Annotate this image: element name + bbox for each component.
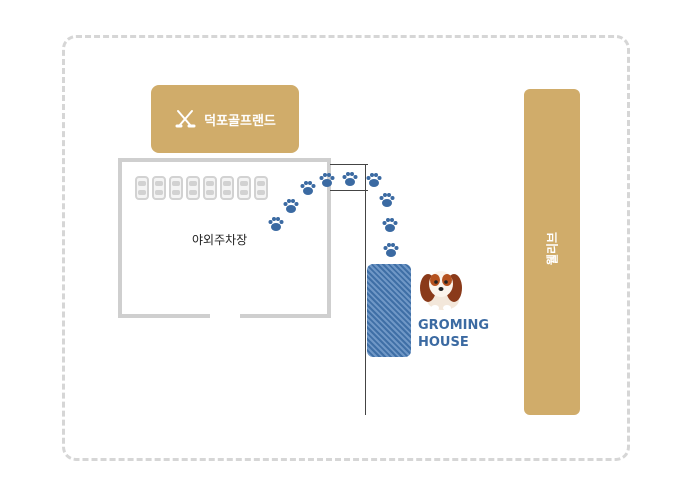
paw-print-icon [342,172,358,186]
grooming-house-line2: HOUSE [418,335,469,350]
paw-print-icon [300,181,316,195]
paw-print-icon [382,218,398,232]
grooming-house-building [367,264,411,357]
paw-print-icon [383,243,399,257]
road-line [330,190,368,191]
golf-clubs-icon [175,110,196,128]
dog-icon [420,271,462,311]
car-icon [220,176,234,200]
car-icon [237,176,251,200]
paw-print-icon [283,199,299,213]
paw-print-icon [319,173,335,187]
road-label: 웰리브 [545,231,560,266]
car-icon [254,176,268,200]
paw-print-icon [379,193,395,207]
road-line [365,164,366,415]
car-icon [135,176,149,200]
map-boundary [62,35,630,461]
car-icon [169,176,183,200]
road-wellive [524,89,580,415]
car-icon [203,176,217,200]
paw-print-icon [366,173,382,187]
golf-land-sign: 덕포골프랜드 [151,85,299,153]
parked-cars [135,176,268,200]
golf-land-label: 덕포골프랜드 [204,113,276,129]
car-icon [186,176,200,200]
paw-print-icon [268,217,284,231]
parking-lot-wall [118,314,210,318]
parking-lot [118,158,331,318]
parking-label: 야외주차장 [192,233,248,247]
car-icon [152,176,166,200]
road-line [330,164,368,165]
parking-lot-wall [240,314,331,318]
grooming-house-line1: GROMING [418,318,490,333]
grooming-house-label: GROMING HOUSE [418,317,489,351]
